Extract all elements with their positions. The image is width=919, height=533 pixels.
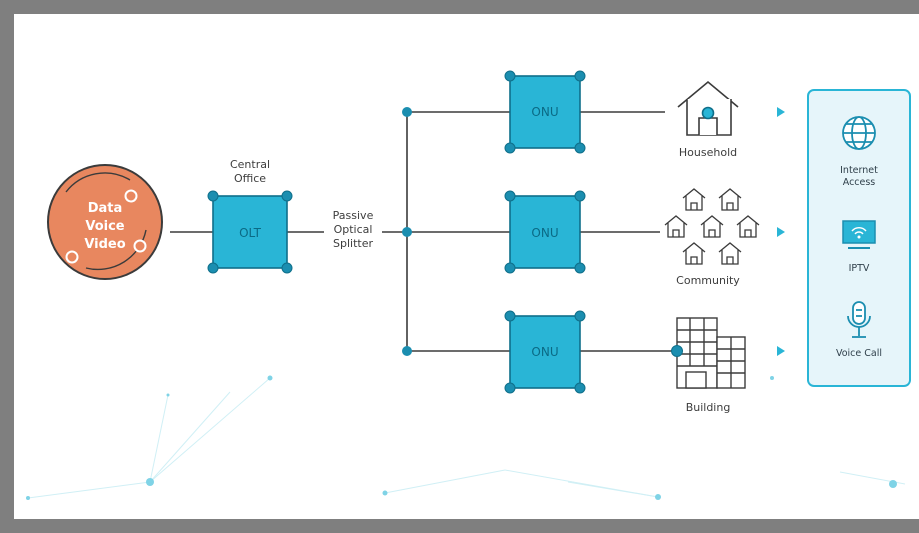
arrow-right-icon [777,346,785,356]
onu-household: ONU [504,70,586,154]
source-line-1: Data [88,201,123,216]
service-voice-label: Voice Call [836,348,882,359]
olt-caption-line-2: Office [234,172,266,185]
arrow-right-icon [777,107,785,117]
olt-label: OLT [239,226,261,240]
splitter-caption-line-1: Passive [333,209,374,222]
building-icon [676,317,746,389]
services-panel: Internet Access IPTV Voice Call [807,89,911,387]
onu-label: ONU [531,226,558,240]
microphone-icon [847,301,871,338]
splitter-caption-line-2: Optical [334,223,373,236]
source-node: Data Voice Video [47,164,163,280]
splitter-caption: Passive Optical Splitter [333,209,374,250]
onu-community: ONU [504,190,586,274]
service-internet-line-1: Internet [840,165,878,176]
source-line-3: Video [84,237,125,252]
globe-icon [842,116,876,150]
arrow-right-icon [777,227,785,237]
splitter-junctions [402,107,412,356]
olt-node: Central Office OLT [207,158,293,274]
destination-building-label: Building [686,401,731,414]
onu-label: ONU [531,345,558,359]
connection-lines [170,111,677,352]
splitter-caption-line-3: Splitter [333,237,373,250]
building-connection-dot [671,345,683,357]
destination-household-label: Household [679,146,737,159]
household-icon [677,80,739,136]
destination-community-label: Community [676,274,740,287]
arrow-icons [777,107,785,356]
tv-wifi-icon [842,220,876,249]
background-dots [26,375,897,500]
olt-caption-line-1: Central [230,158,270,171]
service-iptv-label: IPTV [849,263,870,274]
service-internet-line-2: Access [843,177,876,188]
source-line-2: Voice [85,219,124,234]
onu-label: ONU [531,105,558,119]
background-network [27,377,906,499]
community-icon [664,188,760,265]
onu-building: ONU [504,310,586,394]
